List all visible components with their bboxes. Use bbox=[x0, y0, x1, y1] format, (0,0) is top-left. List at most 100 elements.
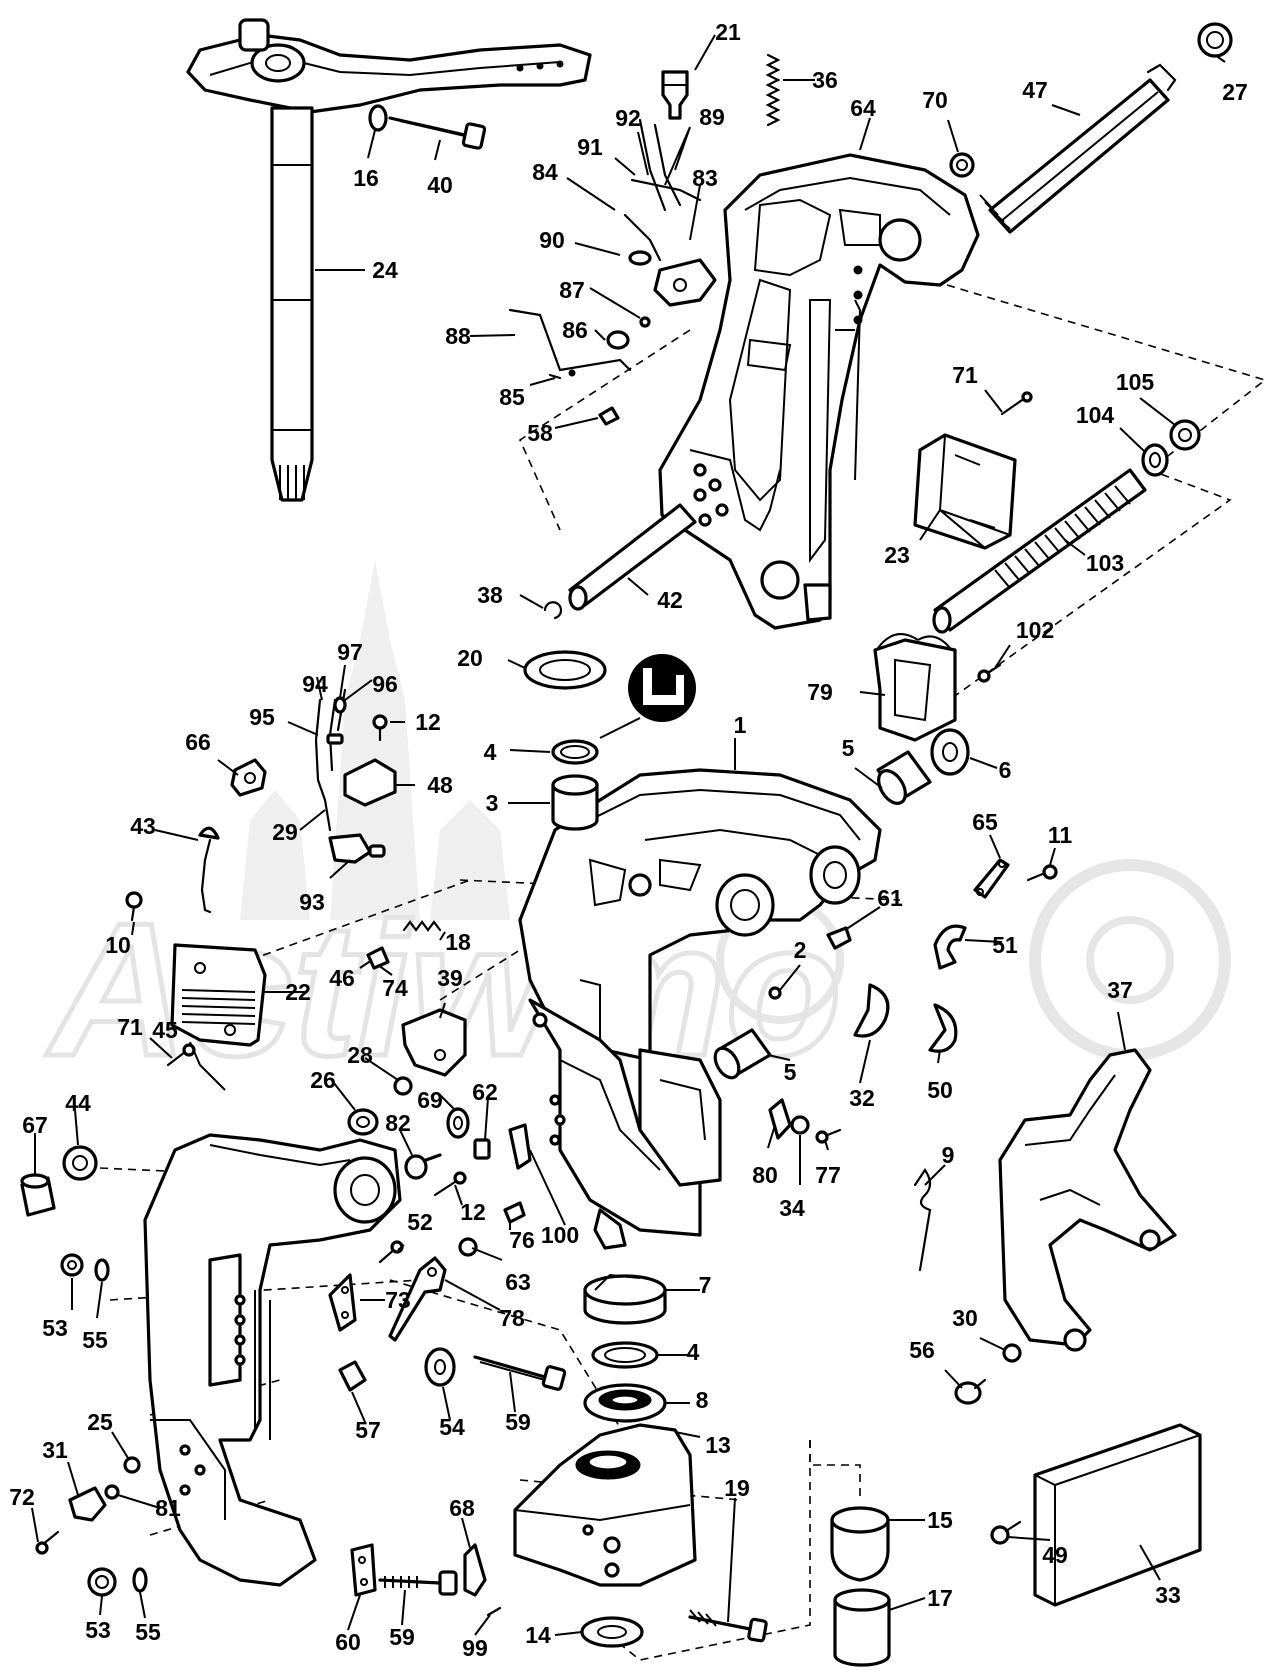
swivel-bracket-1 bbox=[518, 768, 882, 1250]
callout-33: 33 bbox=[1155, 1582, 1181, 1608]
callout-2: 2 bbox=[794, 937, 807, 963]
callout-58: 58 bbox=[527, 420, 553, 446]
spring-18 bbox=[402, 920, 442, 932]
callout-91: 91 bbox=[577, 134, 603, 160]
seal-4b bbox=[591, 1341, 659, 1369]
callout-71a: 71 bbox=[952, 362, 978, 388]
callout-86: 86 bbox=[562, 317, 588, 343]
callout-1: 1 bbox=[734, 712, 747, 738]
screw-10 bbox=[125, 891, 143, 922]
tilt-support-45 bbox=[143, 1133, 402, 1587]
screw-71a bbox=[1000, 391, 1033, 416]
screw-11 bbox=[1026, 864, 1058, 882]
callout-92: 92 bbox=[615, 105, 641, 131]
cap-46 bbox=[366, 946, 390, 970]
callout-65: 65 bbox=[972, 809, 998, 835]
callout-103: 103 bbox=[1086, 550, 1124, 576]
callout-13: 13 bbox=[705, 1432, 731, 1458]
callout-64: 64 bbox=[850, 95, 876, 121]
callout-7: 7 bbox=[699, 1272, 712, 1298]
nut-70 bbox=[949, 152, 975, 178]
screw-61 bbox=[826, 926, 852, 950]
tube-47 bbox=[979, 63, 1177, 234]
screw-12b bbox=[433, 1171, 467, 1197]
callout-84: 84 bbox=[532, 159, 558, 185]
callout-79: 79 bbox=[807, 679, 833, 705]
callout-26: 26 bbox=[310, 1067, 336, 1093]
callout-14: 14 bbox=[525, 1622, 551, 1648]
callout-57: 57 bbox=[355, 1417, 381, 1443]
callout-9: 9 bbox=[942, 1142, 955, 1168]
callout-39: 39 bbox=[437, 965, 463, 991]
callout-44: 44 bbox=[65, 1090, 91, 1116]
washer-16 bbox=[368, 104, 388, 132]
callout-27: 27 bbox=[1222, 79, 1248, 105]
nut-14 bbox=[580, 1616, 644, 1648]
seal-symbol bbox=[599, 654, 696, 739]
washer-81 bbox=[104, 1484, 120, 1500]
connector-21 bbox=[661, 70, 689, 120]
callout-88: 88 bbox=[445, 323, 471, 349]
screw-102 bbox=[977, 663, 1002, 683]
callout-16: 16 bbox=[353, 165, 379, 191]
pin-42 bbox=[568, 503, 697, 611]
callout-90: 90 bbox=[539, 227, 565, 253]
pin-2 bbox=[768, 986, 782, 1000]
harness-29 bbox=[314, 688, 386, 864]
callout-31: 31 bbox=[42, 1437, 68, 1463]
screw-52 bbox=[378, 1240, 404, 1264]
callout-61: 61 bbox=[877, 885, 903, 911]
spring-9 bbox=[913, 1168, 932, 1272]
callout-51: 51 bbox=[992, 932, 1018, 958]
callout-32: 32 bbox=[849, 1085, 875, 1111]
callout-100: 100 bbox=[541, 1222, 579, 1248]
callout-94: 94 bbox=[302, 671, 328, 697]
callout-78: 78 bbox=[499, 1305, 525, 1331]
callout-83: 83 bbox=[692, 165, 718, 191]
callout-95: 95 bbox=[249, 704, 275, 730]
bushing-5b bbox=[713, 1028, 772, 1080]
callout-67: 67 bbox=[22, 1112, 48, 1138]
callout-11: 11 bbox=[1048, 822, 1073, 848]
callout-68: 68 bbox=[449, 1495, 475, 1521]
callout-25: 25 bbox=[87, 1409, 113, 1435]
callout-4b: 4 bbox=[687, 1339, 700, 1365]
callout-80: 80 bbox=[752, 1162, 778, 1188]
callout-37: 37 bbox=[1107, 977, 1133, 1003]
plate-80 bbox=[768, 1098, 792, 1140]
callout-93: 93 bbox=[299, 889, 325, 915]
cover-22 bbox=[170, 943, 267, 1047]
clip-38 bbox=[543, 601, 563, 620]
clamp-13 bbox=[513, 1423, 697, 1587]
stern-bracket-64 bbox=[658, 153, 980, 630]
screw-76 bbox=[503, 1201, 526, 1224]
callout-49: 49 bbox=[1042, 1542, 1068, 1568]
callout-24: 24 bbox=[372, 257, 398, 283]
callout-56: 56 bbox=[909, 1337, 935, 1363]
callout-102: 102 bbox=[1016, 617, 1054, 643]
callout-54: 54 bbox=[439, 1414, 465, 1440]
nut-105 bbox=[1169, 419, 1201, 451]
callout-17: 17 bbox=[927, 1585, 953, 1611]
callout-40: 40 bbox=[427, 172, 453, 198]
callout-47: 47 bbox=[1022, 77, 1048, 103]
callout-60: 60 bbox=[335, 1629, 361, 1655]
callout-22: 22 bbox=[285, 979, 311, 1005]
callout-18: 18 bbox=[445, 929, 471, 955]
callout-70: 70 bbox=[922, 87, 948, 113]
callout-5b: 5 bbox=[784, 1059, 797, 1085]
callout-43: 43 bbox=[130, 813, 156, 839]
callout-34: 34 bbox=[779, 1195, 805, 1221]
lever-78 bbox=[388, 1256, 447, 1342]
callout-50: 50 bbox=[927, 1077, 953, 1103]
callout-82: 82 bbox=[385, 1110, 411, 1136]
callout-76: 76 bbox=[509, 1227, 535, 1253]
callout-99: 99 bbox=[462, 1635, 488, 1661]
screw-rod-103 bbox=[932, 468, 1147, 634]
plate-50 bbox=[928, 1003, 958, 1053]
clip-31 bbox=[68, 1486, 107, 1522]
washer-20 bbox=[523, 650, 607, 690]
callout-38: 38 bbox=[477, 582, 503, 608]
callout-81: 81 bbox=[155, 1495, 181, 1521]
